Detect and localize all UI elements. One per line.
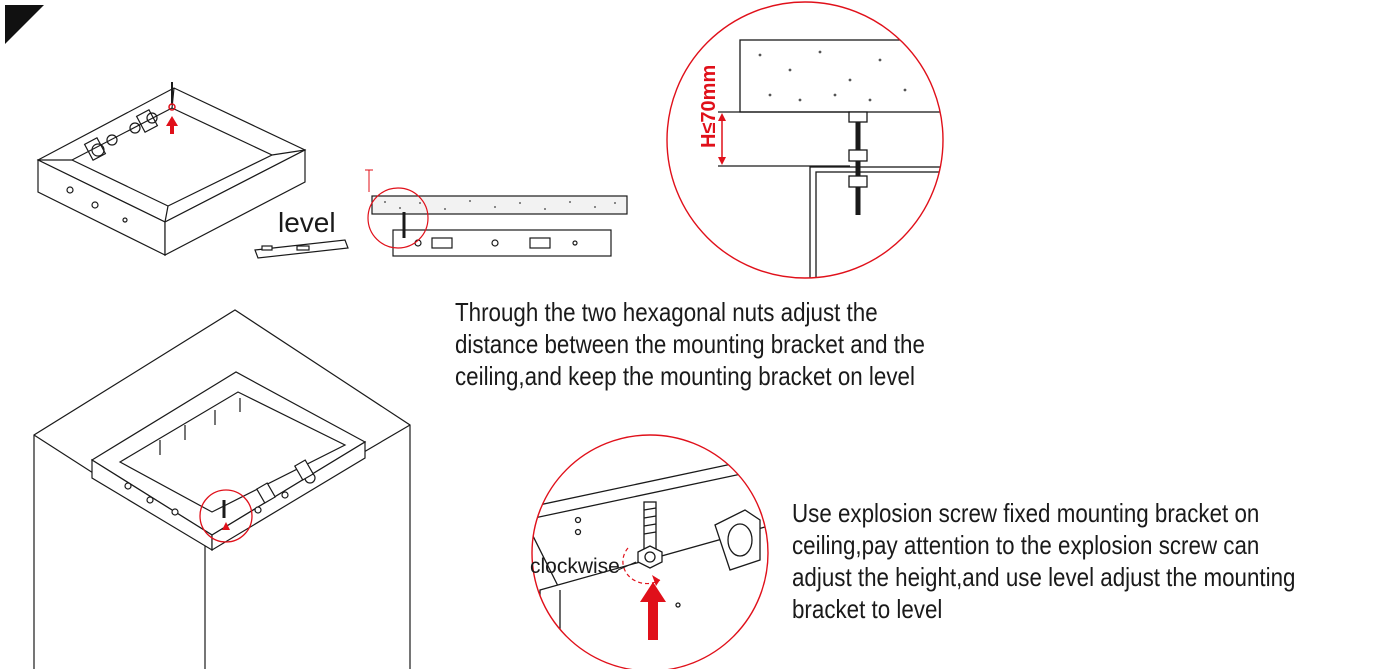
caption-line: Through the two hexagonal nuts adjust th…: [455, 297, 878, 327]
caption-line: distance between the mounting bracket an…: [455, 329, 925, 359]
caption-line: bracket to level: [792, 594, 943, 624]
caption-line: ceiling,pay attention to the explosion s…: [792, 530, 1260, 560]
detail-circle-bracket: [199, 489, 253, 543]
caption-explosion-screw: Use explosion screw fixed mounting brack…: [792, 497, 1394, 625]
caption-adjust-nuts: Through the two hexagonal nuts adjust th…: [455, 296, 1005, 392]
mounting-bracket-frame: [36, 87, 307, 256]
clockwise-label: clockwise: [530, 555, 620, 578]
detail-circle-small: [365, 169, 429, 249]
bolt-with-arrow-icon: [166, 82, 178, 134]
caption-line: Use explosion screw fixed mounting brack…: [792, 498, 1260, 528]
triangle-corner-icon: [5, 5, 44, 44]
ceiling-installation-view: [33, 309, 411, 669]
magnified-detail-bottom: clockwise: [530, 434, 769, 669]
spirit-level-icon: [254, 239, 349, 259]
caption-line: adjust the height,and use level adjust t…: [792, 562, 1296, 592]
height-limit-label: H≤70mm: [698, 65, 720, 148]
level-label: level: [278, 207, 336, 238]
magnified-detail-top: H≤70mm: [666, 1, 944, 279]
ceiling-section: [371, 195, 628, 215]
bracket-side-view: [392, 229, 612, 257]
caption-line: ceiling,and keep the mounting bracket on…: [455, 361, 915, 391]
red-arrow-up-icon: [640, 582, 666, 640]
